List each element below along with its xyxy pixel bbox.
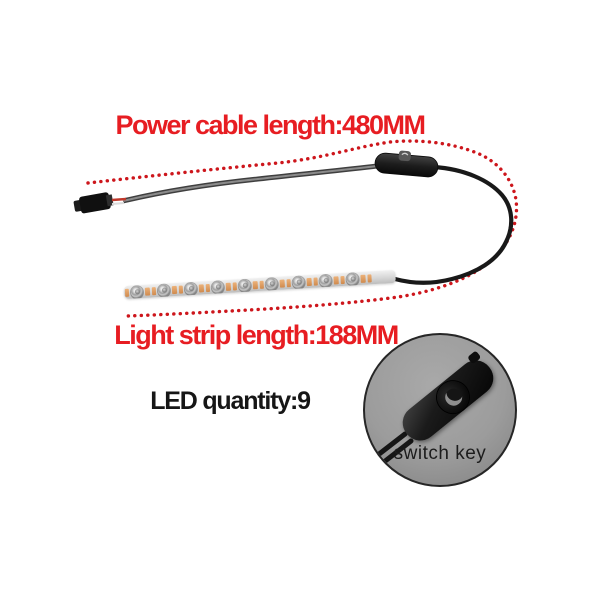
led [238, 278, 252, 292]
led [265, 277, 279, 291]
switch-detail-inset: switch key [363, 333, 517, 487]
copper-pad [285, 278, 291, 287]
copper-pad [171, 285, 177, 294]
copper-pad [312, 277, 318, 286]
led-quantity-label: LED quantity:9 [150, 387, 311, 415]
led [184, 282, 198, 295]
copper-pad [144, 286, 150, 296]
led [130, 285, 144, 299]
copper-pad [178, 285, 184, 294]
copper-pad [259, 280, 264, 289]
power-cable-wire-highlight [122, 165, 378, 202]
copper-pad [232, 281, 238, 291]
copper-pad [205, 283, 211, 292]
switch-key-label: switch key [393, 443, 487, 464]
inline-switch-toggle [398, 150, 411, 162]
copper-pad [151, 286, 157, 295]
led [292, 275, 306, 289]
switch-wires [371, 431, 414, 468]
copper-pad [333, 275, 339, 285]
led [211, 280, 225, 294]
copper-pad [306, 277, 312, 286]
light-strip-length-label: Light strip length:188MM [114, 320, 399, 350]
copper-pad [252, 280, 258, 289]
copper-pad [339, 275, 345, 284]
power-cable-loop [394, 164, 514, 285]
cable-connector [73, 192, 114, 214]
led [319, 274, 332, 287]
copper-pad [279, 278, 285, 288]
copper-pad [198, 283, 204, 293]
connector-red-wire [111, 197, 127, 202]
connector-white-wire [111, 202, 125, 205]
copper-pad [366, 273, 372, 283]
copper-pad [124, 288, 130, 297]
copper-pad [360, 274, 366, 283]
copper-pad [225, 282, 231, 291]
inline-switch [374, 150, 439, 178]
led [346, 272, 359, 286]
switch-button-hole [441, 385, 465, 410]
power-cable-length-label: Power cable length:480MM [115, 110, 426, 140]
led [157, 283, 171, 297]
